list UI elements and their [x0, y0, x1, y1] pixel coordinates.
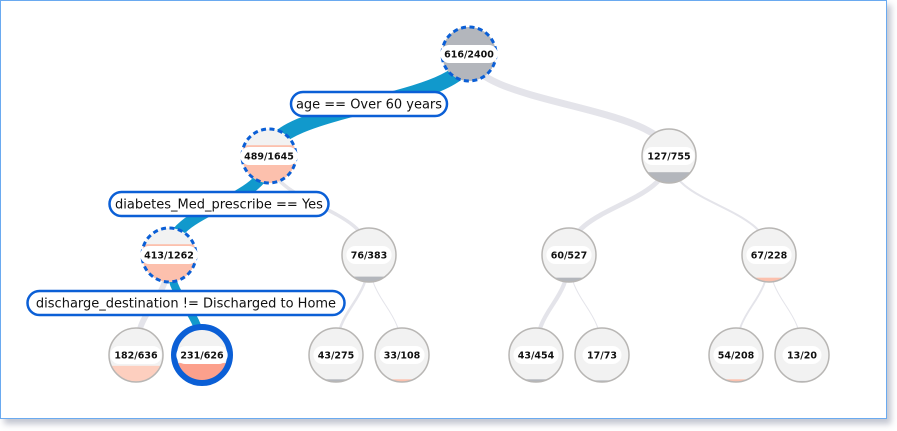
node-count-label: 127/755	[647, 152, 690, 163]
node-outline	[171, 324, 233, 386]
node-label-background	[746, 246, 792, 264]
node-outline	[508, 327, 564, 383]
node-label-background	[240, 147, 298, 165]
node-fill-bar	[575, 380, 629, 382]
node-count-label: 43/454	[518, 351, 555, 362]
condition-labels: age == Over 60 years diabetes_Med_prescri…	[26, 90, 449, 317]
tree-node[interactable]: 616/2400	[440, 25, 498, 83]
node-label-background	[313, 346, 359, 364]
tree-node[interactable]: 60/527	[541, 227, 597, 283]
node-outline	[341, 227, 397, 283]
node-outline	[774, 327, 830, 383]
node-label-background	[140, 246, 198, 264]
node-fill-bar	[709, 379, 763, 382]
tree-node[interactable]: 13/20	[774, 327, 830, 383]
tree-view-panel: 616/2400 489/1645 127/755 413/1262 76/383 60/…	[0, 0, 887, 419]
node-count-label: 413/1262	[144, 251, 194, 262]
node-count-label: 33/108	[384, 351, 421, 362]
node-fill-bar	[642, 172, 696, 183]
node-label-background	[582, 346, 622, 364]
node-count-label: 489/1645	[244, 152, 294, 163]
node-fill-bar	[509, 379, 563, 382]
condition-text: discharge_destination != Discharged to H…	[36, 297, 336, 312]
node-outline	[574, 327, 630, 383]
node-fill-bar	[742, 277, 796, 282]
node-fill-bar	[375, 379, 429, 382]
tree-node[interactable]: 43/454	[508, 327, 564, 383]
node-count-label: 54/208	[718, 351, 755, 362]
node-outline	[541, 227, 597, 283]
node-label-background	[440, 45, 498, 63]
tree-node[interactable]: 17/73	[574, 327, 630, 383]
tree-node[interactable]: 413/1262	[140, 226, 198, 284]
condition-pill	[26, 289, 346, 317]
node-label-background	[110, 346, 162, 364]
node-label-background	[379, 346, 425, 364]
node-count-label: 231/626	[180, 351, 224, 362]
condition-label-c1[interactable]: age == Over 60 years	[289, 90, 449, 118]
tree-node[interactable]: 489/1645	[240, 127, 298, 185]
node-count-label: 182/636	[114, 351, 158, 362]
node-label-background	[513, 346, 559, 364]
node-outline	[641, 128, 697, 184]
node-outline	[741, 227, 797, 283]
node-count-label: 67/228	[751, 251, 788, 262]
node-outline	[708, 327, 764, 383]
node-count-label: 616/2400	[444, 50, 494, 61]
node-label-background	[643, 147, 695, 165]
node-count-label: 43/275	[318, 351, 355, 362]
tree-node[interactable]: 127/755	[641, 128, 697, 184]
node-outline	[374, 327, 430, 383]
condition-text: age == Over 60 years	[296, 98, 442, 113]
tree-node[interactable]: 43/275	[308, 327, 364, 383]
node-count-label: 17/73	[587, 351, 617, 362]
tree-node[interactable]: 76/383	[341, 227, 397, 283]
node-label-background	[176, 346, 228, 364]
condition-pill	[289, 90, 449, 118]
node-label-background	[546, 246, 592, 264]
node-outline	[308, 327, 364, 383]
tree-link-n0-n2	[465, 53, 673, 157]
tree-node[interactable]: 33/108	[374, 327, 430, 383]
node-label-background	[346, 246, 392, 264]
tree-node[interactable]: 67/228	[741, 227, 797, 283]
node-count-label: 13/20	[787, 351, 817, 362]
condition-pill	[108, 190, 330, 218]
tree-node[interactable]: 182/636	[108, 327, 164, 383]
condition-label-c3[interactable]: discharge_destination != Discharged to H…	[26, 289, 346, 317]
tree-node[interactable]: 231/626	[171, 324, 233, 386]
node-outline	[108, 327, 164, 383]
node-label-background	[713, 346, 759, 364]
node-fill-bar	[542, 277, 596, 282]
node-fill-bar	[309, 379, 363, 382]
node-label-background	[782, 346, 822, 364]
condition-text: diabetes_Med_prescribe == Yes	[115, 198, 323, 213]
node-count-label: 60/527	[551, 251, 588, 262]
node-fill-bar	[342, 276, 396, 282]
node-count-label: 76/383	[351, 251, 388, 262]
tree-node[interactable]: 54/208	[708, 327, 764, 383]
condition-label-c2[interactable]: diabetes_Med_prescribe == Yes	[108, 190, 330, 218]
